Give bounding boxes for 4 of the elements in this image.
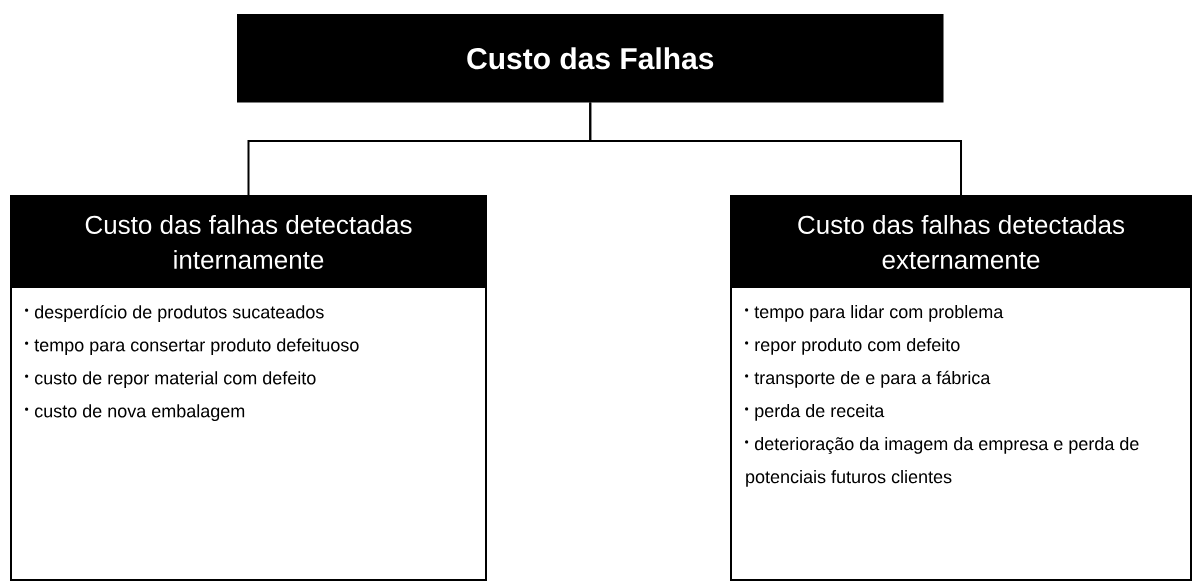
- connector-line: [589, 101, 962, 196]
- title-box: Custo das Falhas: [237, 14, 944, 103]
- category-box: Custo das falhas detectadas externamente tempo para lidar com problema repor produto com defeito transporte de e para a fábrica perda de receita deterioração da imagem da empresa e perda de potenciais futuros clientes: [730, 195, 1192, 581]
- category-box: Custo das falhas detectadas internamente desperdício de produtos sucateados tempo para consertar produto defeituoso custo de repor material com defeito custo de nova embalagem: [10, 195, 487, 581]
